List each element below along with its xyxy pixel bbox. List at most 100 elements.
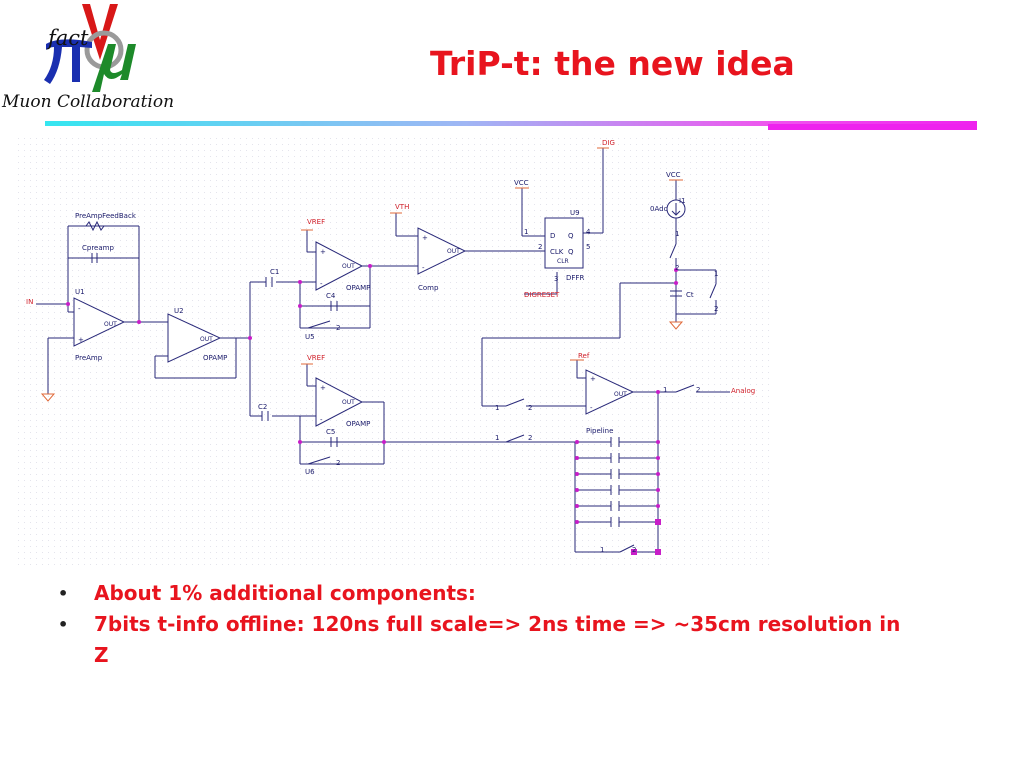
title-rule [45, 121, 977, 130]
label-vcc-1: VCC [514, 179, 529, 187]
label-c4: C4 [326, 292, 336, 300]
bullet-marker: • [58, 615, 69, 634]
pipeline-capacitors [577, 437, 658, 527]
label-u5: U5 [305, 333, 315, 341]
label-opamp-1: OPAMP [346, 284, 370, 292]
label-opamp-2: OPAMP [346, 420, 370, 428]
u1-preamp [73, 297, 126, 347]
logo-graphic [44, 4, 136, 92]
u2-opamp [167, 313, 222, 363]
pin-sw2-2: 2 [528, 434, 532, 442]
label-u1: U1 [75, 288, 85, 296]
label-c1: C1 [270, 268, 279, 276]
label-vref-1: VREF [307, 218, 325, 226]
trip-t-schematic: U1 PreAmp PreAmpFeedBack Cpreamp U2 OPAM… [15, 135, 770, 570]
dff-box [544, 217, 584, 269]
label-u9: U9 [570, 209, 580, 217]
pin-dff-3: 3 [554, 275, 558, 283]
label-minus-pipe: - [590, 404, 593, 412]
logo-caption: Muon Collaboration [2, 92, 175, 112]
label-q: Q [568, 232, 574, 240]
bullet-text: About 1% additional components: [94, 581, 476, 605]
label-plus-opamp2: + [320, 384, 326, 392]
label-dffr: DFFR [566, 274, 584, 282]
pin-sw4-1: 1 [600, 546, 604, 554]
label-ct: Ct [686, 291, 694, 299]
pin-dff-1: 1 [524, 228, 528, 236]
muon-collaboration-logo: fact Muon Collaboration [0, 0, 200, 120]
label-vref-2: VREF [307, 354, 325, 362]
switches [307, 243, 717, 553]
junction-dots [66, 264, 678, 555]
label-clr: CLR [557, 258, 569, 265]
label-opamp-u2: OPAMP [203, 354, 227, 362]
label-pipeline: Pipeline [586, 427, 613, 435]
pin-sw3-1: 1 [663, 386, 667, 394]
pipeline-amp [585, 369, 635, 415]
label-plus-u1: + [78, 336, 84, 344]
label-dig: DIG [602, 139, 615, 147]
pin-u6-2: 2 [336, 459, 340, 467]
bullet-item: • 7bits t-info offline: 120ns full scale… [58, 609, 908, 671]
label-feedback: PreAmpFeedBack [75, 212, 137, 220]
label-plus-opamp1: + [320, 248, 326, 256]
pin-dff-2: 2 [538, 243, 542, 251]
pin-sw2-1: 1 [495, 434, 499, 442]
label-minus-opamp1: - [320, 280, 323, 288]
label-comp: Comp [418, 284, 439, 292]
pin-sw1-2: 2 [528, 404, 532, 412]
label-out-1: OUT [342, 263, 355, 270]
pin-i1-2: 2 [675, 264, 679, 272]
bullet-list: • About 1% additional components: • 7bit… [58, 578, 908, 671]
label-preamp: PreAmp [75, 354, 103, 362]
label-out-u2: OUT [200, 336, 213, 343]
label-plus-pipe: + [590, 375, 596, 383]
pin-sw1-1: 1 [495, 404, 499, 412]
label-c5: C5 [326, 428, 335, 436]
pin-i1-1: 1 [675, 230, 679, 238]
label-c2: C2 [258, 403, 267, 411]
pin-u5-2: 2 [336, 324, 340, 332]
label-ref: Ref [578, 352, 590, 360]
label-u2: U2 [174, 307, 184, 315]
label-out-comp: OUT [447, 248, 460, 255]
slide-title: TriP-t: the new idea [430, 44, 795, 83]
pin-ct-1: 1 [714, 270, 718, 278]
grounds [40, 321, 684, 402]
bullet-text: 7bits t-info offline: 120ns full scale=>… [94, 612, 901, 667]
label-u6: U6 [305, 468, 315, 476]
label-analog: Analog [731, 387, 755, 395]
label-i1-value: 0Adc [650, 205, 668, 213]
label-clk: CLK [550, 248, 564, 256]
label-qbar: Q [568, 248, 574, 256]
opamp-1 [315, 241, 364, 291]
pin-sw4-2: 2 [632, 546, 636, 554]
label-in: IN [26, 298, 33, 306]
label-i1: I1 [679, 197, 686, 205]
label-minus-comp: - [422, 264, 425, 272]
capacitors [91, 253, 682, 447]
label-vth: VTH [395, 203, 409, 211]
pin-dff-4: 4 [586, 228, 591, 236]
schematic-grid [15, 135, 770, 570]
label-digreset: DIGRESET [524, 291, 560, 299]
label-out-pipe: OUT [614, 391, 627, 398]
label-vcc-2: VCC [666, 171, 681, 179]
power-rails [301, 147, 683, 365]
label-out-2: OUT [342, 399, 355, 406]
label-plus-comp: + [422, 234, 428, 242]
feedback-resistor [85, 220, 105, 232]
logo-word: fact [48, 26, 89, 50]
bullet-marker: • [58, 584, 69, 603]
op-amps [73, 227, 635, 427]
label-minus-u1: - [78, 305, 81, 313]
label-out-u1: OUT [104, 321, 117, 328]
opamp-2 [315, 377, 364, 427]
label-cpreamp: Cpreamp [82, 244, 114, 252]
pin-sw3-2: 2 [696, 386, 700, 394]
label-d: D [550, 232, 555, 240]
label-minus-opamp2: - [320, 416, 323, 424]
bullet-item: • About 1% additional components: [58, 578, 908, 609]
pin-ct-2: 2 [714, 305, 718, 313]
comparator [417, 227, 467, 275]
